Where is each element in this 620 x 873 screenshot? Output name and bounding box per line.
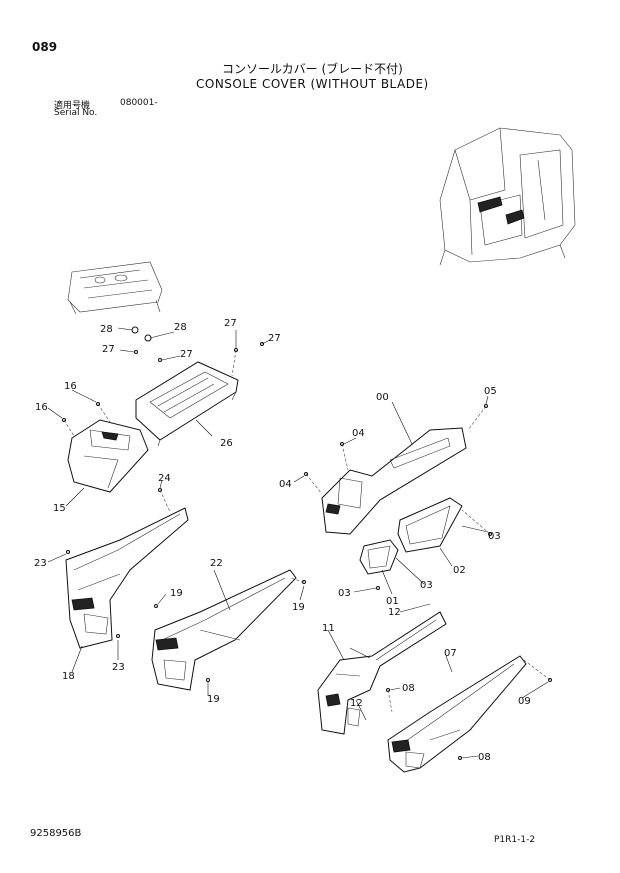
callout-03: 03 bbox=[420, 580, 433, 591]
part-18-left-side-cover bbox=[65, 507, 189, 649]
part-26-console-top-cover bbox=[135, 361, 239, 447]
title-english: CONSOLE COVER (WITHOUT BLADE) bbox=[196, 77, 429, 91]
callout-19: 19 bbox=[292, 602, 305, 613]
callout-16: 16 bbox=[64, 381, 77, 392]
serial-label-english: Serial No. bbox=[54, 108, 98, 118]
callout-08: 08 bbox=[402, 683, 415, 694]
serial-number-value: 080001- bbox=[120, 98, 158, 108]
callout-03: 03 bbox=[488, 531, 501, 542]
callout-07: 07 bbox=[444, 648, 457, 659]
callout-05: 05 bbox=[484, 386, 497, 397]
part-07-right-side-panel bbox=[387, 655, 527, 773]
page-number: 089 bbox=[32, 40, 58, 54]
callout-23: 23 bbox=[112, 662, 125, 673]
callout-26: 26 bbox=[220, 438, 233, 449]
part-00-main-console-cover bbox=[321, 427, 467, 535]
control-panel-sketch bbox=[67, 261, 163, 315]
part-22-right-side-cover bbox=[151, 569, 297, 691]
callout-00: 00 bbox=[376, 392, 389, 403]
callout-28: 28 bbox=[174, 322, 187, 333]
callout-22: 22 bbox=[210, 558, 223, 569]
serial-label-japanese: 適用号機 bbox=[54, 101, 91, 111]
callout-19: 19 bbox=[170, 588, 183, 599]
callout-24: 24 bbox=[158, 473, 171, 484]
callout-08: 08 bbox=[478, 752, 491, 763]
callout-04: 04 bbox=[279, 479, 292, 490]
callout-04: 04 bbox=[352, 428, 365, 439]
cab-location-sketch bbox=[439, 127, 576, 266]
part-01-small-tray bbox=[359, 539, 399, 575]
part-15-front-cover bbox=[67, 419, 149, 493]
part-11-rear-cover bbox=[317, 611, 447, 735]
title-japanese: コンソールカバー (ブレード不付) bbox=[222, 62, 403, 76]
callout-labels: 28 28 27 27 27 27 16 16 26 15 24 23 23 1… bbox=[34, 318, 531, 763]
callout-27: 27 bbox=[224, 318, 237, 329]
callout-27: 27 bbox=[102, 344, 115, 355]
leader-lines bbox=[47, 327, 549, 759]
callout-27: 27 bbox=[268, 333, 281, 344]
callout-12: 12 bbox=[350, 698, 363, 709]
callout-12: 12 bbox=[388, 607, 401, 618]
callout-16: 16 bbox=[35, 402, 48, 413]
callout-03: 03 bbox=[338, 588, 351, 599]
callout-23: 23 bbox=[34, 558, 47, 569]
part-02-tray bbox=[397, 497, 463, 553]
callout-27: 27 bbox=[180, 349, 193, 360]
callout-15: 15 bbox=[53, 503, 66, 514]
callout-02: 02 bbox=[453, 565, 466, 576]
callout-01: 01 bbox=[386, 596, 399, 607]
hardware-screws bbox=[62, 326, 552, 760]
page-reference: P1R1-1-2 bbox=[494, 835, 536, 845]
document-number: 9258956B bbox=[30, 828, 82, 839]
fastener-dashed-lines bbox=[63, 349, 551, 713]
callout-19: 19 bbox=[207, 694, 220, 705]
callout-28: 28 bbox=[100, 324, 113, 335]
callout-11: 11 bbox=[322, 623, 335, 634]
callout-18: 18 bbox=[62, 671, 75, 682]
callout-09: 09 bbox=[518, 696, 531, 707]
